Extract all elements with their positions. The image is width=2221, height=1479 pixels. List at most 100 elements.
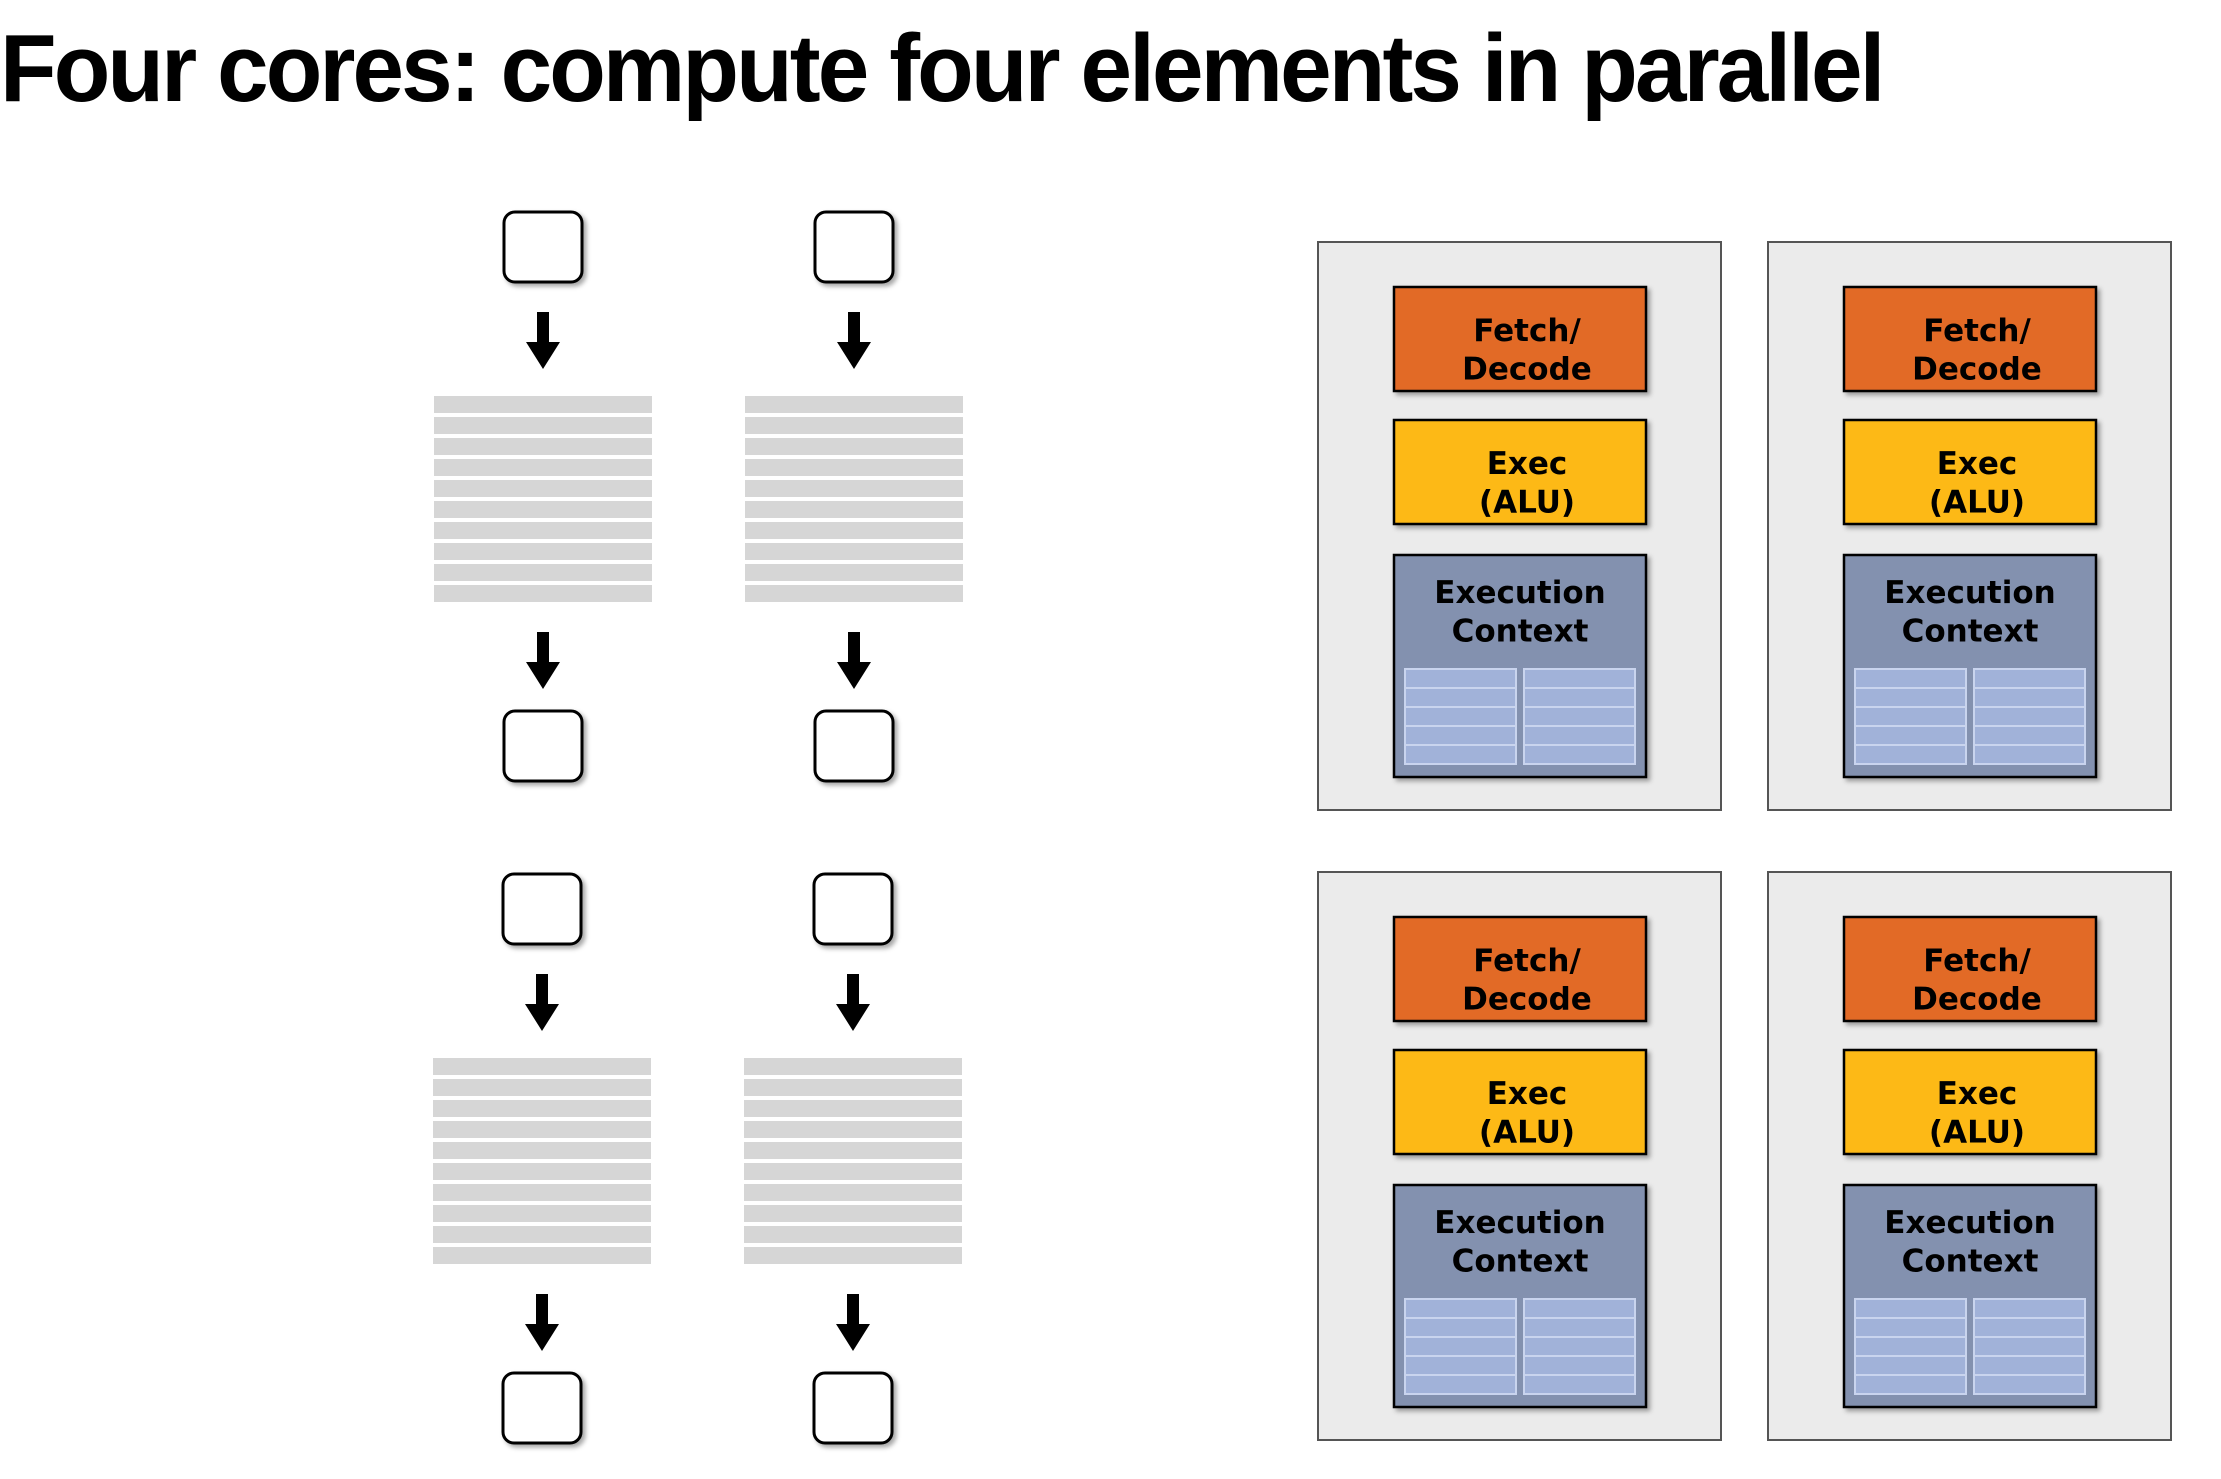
unit-label-line: Fetch/: [1473, 943, 1581, 979]
down-arrow: [836, 974, 870, 1031]
down-arrow: [526, 312, 560, 369]
unit-label-line: Fetch/: [1923, 313, 2031, 349]
register-file: [1973, 1298, 2086, 1395]
fetch-decode-unit: Fetch/Decode: [1392, 915, 1648, 1023]
unit-label-line: Decode: [1462, 982, 1592, 1018]
svg-text:Exec(ALU): Exec(ALU): [1929, 1076, 2025, 1151]
register-column: [1523, 668, 1636, 765]
instruction-stream: [744, 872, 962, 1445]
instruction-stream: [433, 872, 651, 1445]
down-arrow: [526, 632, 560, 689]
instruction-line: [433, 1121, 651, 1138]
slide-title: Four cores: compute four elements in par…: [0, 15, 1885, 122]
down-arrow: [525, 1294, 559, 1351]
svg-text:Fetch/Decode: Fetch/Decode: [1462, 943, 1592, 1018]
input-element-box: [502, 210, 584, 284]
instruction-block: [433, 1058, 651, 1264]
register-file: [1404, 1298, 1517, 1395]
instruction-line: [744, 1184, 962, 1201]
instruction-block: [744, 1058, 962, 1264]
svg-text:Fetch/Decode: Fetch/Decode: [1462, 313, 1592, 388]
fetch-decode-unit: Fetch/Decode: [1842, 915, 2098, 1023]
register-file: [1854, 668, 1967, 765]
fetch-decode-box: [1392, 285, 1648, 393]
fetch-decode-box: [1842, 915, 2098, 1023]
instruction-line: [744, 1226, 962, 1243]
instruction-line: [434, 417, 652, 434]
down-arrow: [837, 632, 871, 689]
instruction-line: [744, 1058, 962, 1075]
unit-label-line: (ALU): [1929, 1115, 2025, 1151]
instruction-line: [745, 501, 963, 518]
alu-box: [1392, 1048, 1648, 1156]
output-element-box: [813, 709, 895, 783]
instruction-line: [433, 1205, 651, 1222]
alu-unit: Exec(ALU): [1392, 1048, 1648, 1156]
instruction-block: [434, 396, 652, 602]
down-arrow: [837, 312, 871, 369]
instruction-line: [434, 480, 652, 497]
instruction-line: [745, 438, 963, 455]
svg-text:Fetch/Decode: Fetch/Decode: [1912, 943, 2042, 1018]
unit-label-line: (ALU): [1479, 485, 1575, 521]
instruction-line: [434, 501, 652, 518]
output-element-box: [501, 1371, 583, 1445]
alu-box: [1842, 418, 2098, 526]
register-column: [1973, 1298, 2086, 1395]
unit-label-line: Execution: [1434, 575, 1605, 611]
register-column: [1404, 1298, 1517, 1395]
instruction-line: [434, 543, 652, 560]
fetch-decode-box: [1392, 915, 1648, 1023]
svg-text:Fetch/Decode: Fetch/Decode: [1912, 313, 2042, 388]
instruction-line: [744, 1079, 962, 1096]
instruction-line: [745, 396, 963, 413]
input-element-box: [813, 210, 895, 284]
output-element-box: [502, 709, 584, 783]
instruction-stream: [745, 210, 963, 783]
fetch-decode-box: [1842, 285, 2098, 393]
unit-label-line: (ALU): [1929, 485, 2025, 521]
register-file: [1523, 668, 1636, 765]
register-column: [1973, 668, 2086, 765]
register-column: [1523, 1298, 1636, 1395]
instruction-line: [745, 480, 963, 497]
register-file: [1973, 668, 2086, 765]
register-file: [1404, 668, 1517, 765]
instruction-line: [745, 417, 963, 434]
unit-label-line: Execution: [1434, 1205, 1605, 1241]
unit-label-line: Exec: [1937, 446, 2018, 482]
instruction-line: [433, 1247, 651, 1264]
instruction-line: [434, 396, 652, 413]
instruction-line: [744, 1121, 962, 1138]
unit-label-line: (ALU): [1479, 1115, 1575, 1151]
instruction-line: [744, 1142, 962, 1159]
unit-label-line: Exec: [1487, 446, 1568, 482]
input-element-box: [501, 872, 583, 946]
instruction-line: [745, 564, 963, 581]
unit-label-line: Decode: [1462, 352, 1592, 388]
instruction-stream: [434, 210, 652, 783]
svg-text:Exec(ALU): Exec(ALU): [1929, 446, 2025, 521]
instruction-line: [744, 1163, 962, 1180]
unit-label-line: Exec: [1487, 1076, 1568, 1112]
alu-unit: Exec(ALU): [1842, 418, 2098, 526]
instruction-line: [433, 1100, 651, 1117]
alu-unit: Exec(ALU): [1842, 1048, 2098, 1156]
instruction-block: [745, 396, 963, 602]
instruction-line: [744, 1205, 962, 1222]
fetch-decode-unit: Fetch/Decode: [1842, 285, 2098, 393]
instruction-line: [745, 543, 963, 560]
instruction-line: [433, 1226, 651, 1243]
instruction-line: [433, 1058, 651, 1075]
output-element-box: [812, 1371, 894, 1445]
register-column: [1854, 668, 1967, 765]
instruction-line: [433, 1142, 651, 1159]
svg-text:Exec(ALU): Exec(ALU): [1479, 1076, 1575, 1151]
unit-label-line: Exec: [1937, 1076, 2018, 1112]
alu-unit: Exec(ALU): [1392, 418, 1648, 526]
